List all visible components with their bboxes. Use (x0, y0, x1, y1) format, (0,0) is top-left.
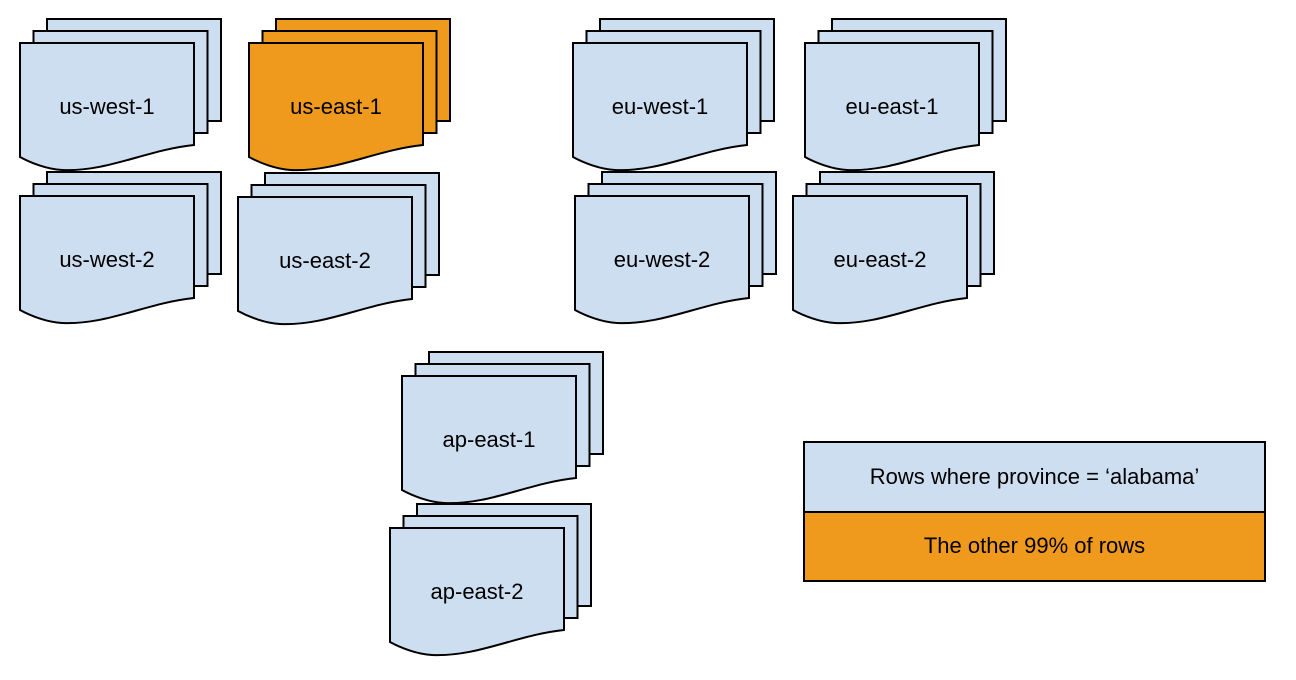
document-stack-icon (19, 18, 222, 172)
region-stack-us-west-1: us-west-1 (19, 18, 222, 172)
region-stack-eu-east-2: eu-east-2 (792, 171, 995, 325)
legend-row-alabama-label: Rows where province = ‘alabama’ (869, 463, 1200, 489)
document-stack-icon (574, 171, 777, 325)
region-stack-ap-east-2: ap-east-2 (389, 503, 592, 657)
region-stack-eu-west-2: eu-west-2 (574, 171, 777, 325)
document-stack-icon (792, 171, 995, 325)
document-stack-icon (389, 503, 592, 657)
region-stack-us-east-1: us-east-1 (248, 18, 451, 172)
document-stack-icon (804, 18, 1007, 172)
legend-row-other: The other 99% of rows (805, 510, 1264, 580)
legend: Rows where province = ‘alabama’ The othe… (803, 441, 1266, 582)
region-stack-eu-west-1: eu-west-1 (572, 18, 775, 172)
legend-row-other-label: The other 99% of rows (923, 533, 1146, 559)
region-stack-ap-east-1: ap-east-1 (401, 351, 604, 505)
document-stack-icon (572, 18, 775, 172)
document-stack-icon (248, 18, 451, 172)
document-stack-icon (19, 171, 222, 325)
region-stack-eu-east-1: eu-east-1 (804, 18, 1007, 172)
legend-row-alabama: Rows where province = ‘alabama’ (805, 443, 1264, 511)
region-stack-us-west-2: us-west-2 (19, 171, 222, 325)
region-stack-us-east-2: us-east-2 (237, 172, 440, 326)
document-stack-icon (401, 351, 604, 505)
document-stack-icon (237, 172, 440, 326)
